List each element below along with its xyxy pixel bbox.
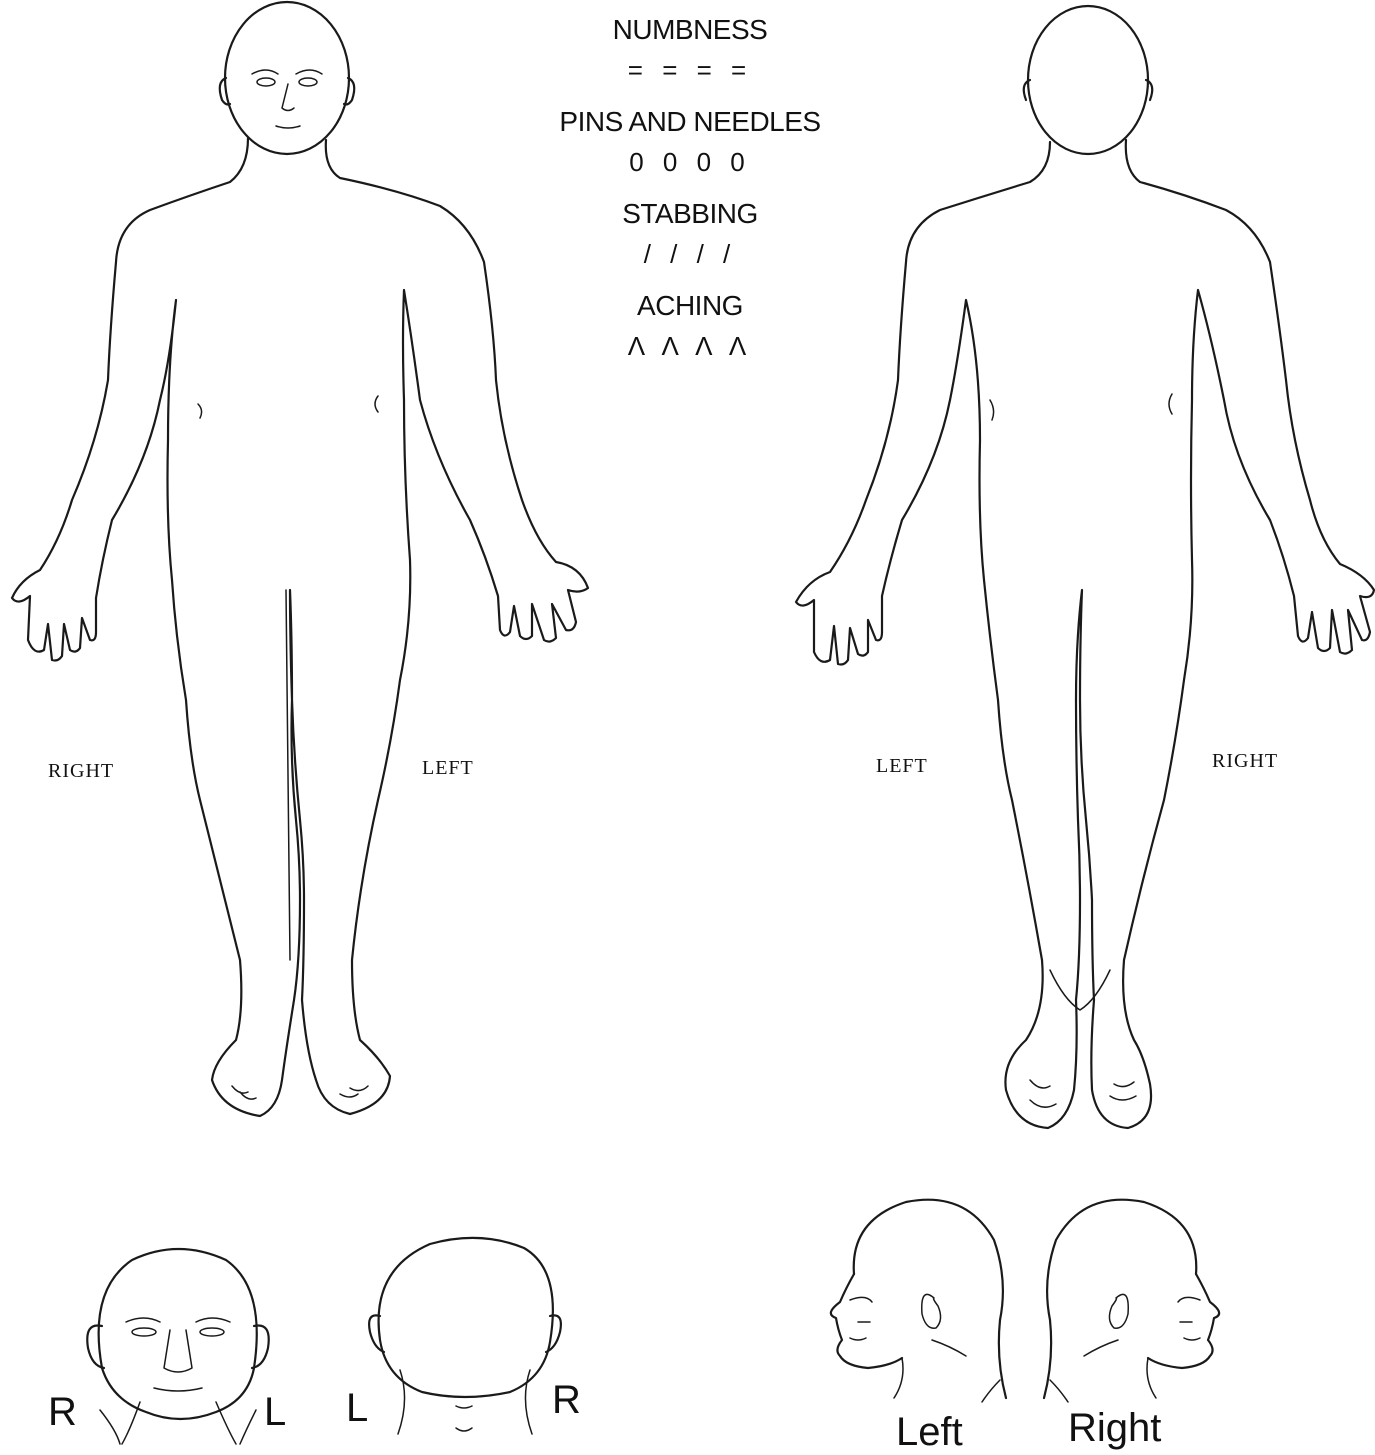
left-profile-head-outline [854,1200,1006,1398]
front-head-closeup[interactable] [40,1230,300,1445]
back-head-closeup-outline [379,1238,553,1397]
front-body-outline [12,138,588,1116]
back-body-figure[interactable] [780,0,1375,1140]
profile-right-label: Right [1068,1406,1161,1451]
profile-left-label: Left [896,1410,963,1455]
back-body-outline [796,140,1374,1128]
back-right-label: RIGHT [1212,750,1278,773]
back-head-outline [1028,6,1148,154]
front-head-closeup-outline [99,1249,257,1419]
back-left-label: LEFT [876,755,928,778]
front-left-label: LEFT [422,757,474,780]
back-head-r-label: R [552,1378,581,1423]
front-head-r-label: R [48,1390,77,1435]
front-right-label: RIGHT [48,760,114,783]
back-head-l-label: L [346,1386,368,1431]
right-profile-head-outline [1044,1200,1196,1398]
front-head-outline [225,2,349,154]
front-head-l-label: L [264,1390,286,1435]
front-body-figure[interactable] [0,0,600,1140]
profile-heads[interactable] [810,1190,1240,1405]
